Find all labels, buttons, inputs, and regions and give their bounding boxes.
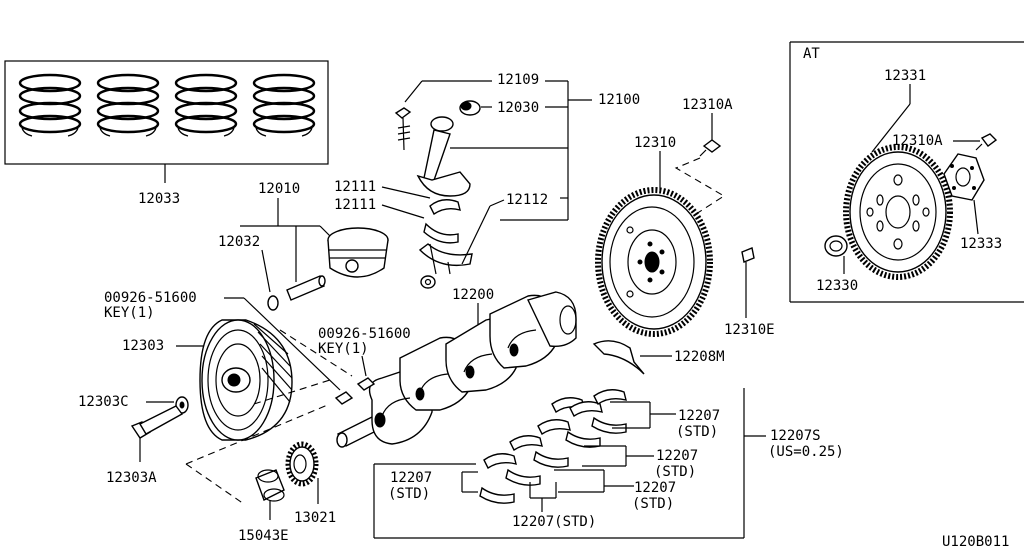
label-15043E: 15043E [238, 528, 289, 544]
label-12310A-at: 12310A [892, 133, 943, 149]
label-12310E: 12310E [724, 322, 775, 338]
label-12303C: 12303C [78, 394, 129, 410]
label-key-upper-qty: KEY(1) [104, 305, 155, 321]
con-rod-nut [420, 275, 436, 289]
main-bearing-shells [479, 389, 627, 504]
label-12303A: 12303A [106, 470, 157, 486]
label-key-upper-part: 00926-51600 [104, 290, 197, 306]
piston-pin [286, 275, 326, 301]
pulley-bolt [130, 405, 184, 439]
at-section-title: AT [803, 46, 820, 62]
label-12207-a-note: (STD) [676, 424, 718, 440]
flywheel [595, 187, 713, 337]
key-upper [334, 391, 354, 405]
label-13021: 13021 [294, 510, 336, 526]
label-12207-c: 12207 [634, 480, 676, 496]
label-12112: 12112 [506, 192, 548, 208]
snap-ring [267, 295, 279, 311]
label-12032: 12032 [218, 234, 260, 250]
label-12333: 12333 [960, 236, 1002, 252]
crank-sprocket [285, 441, 319, 487]
label-12033: 12033 [138, 191, 180, 207]
reinforcement-plate [943, 153, 985, 201]
piston-ring-set [4, 60, 329, 165]
label-key-lower-qty: KEY(1) [318, 341, 369, 357]
label-12207-b-note: (STD) [654, 464, 696, 480]
drive-plate [843, 144, 953, 280]
label-12010: 12010 [258, 181, 300, 197]
con-rod-bearing-lower [423, 222, 459, 244]
label-12208M: 12208M [674, 349, 725, 365]
oil-pump-drive-spacer [255, 469, 285, 502]
label-12111-lower: 12111 [334, 197, 376, 213]
con-rod-bearing-upper [429, 199, 461, 216]
label-12100: 12100 [598, 92, 640, 108]
label-12111-upper: 12111 [334, 179, 376, 195]
label-12310: 12310 [634, 135, 676, 151]
label-12030: 12030 [497, 100, 539, 116]
label-12207-c-note: (STD) [632, 496, 674, 512]
crank-pulley [199, 319, 293, 441]
con-rod-cap [418, 243, 473, 275]
flywheel-pilot [741, 247, 755, 263]
label-12330: 12330 [816, 278, 858, 294]
main-bearings-box [373, 388, 745, 539]
con-rod-bushing [459, 100, 481, 116]
label-12303: 12303 [122, 338, 164, 354]
label-key-lower-part: 00926-51600 [318, 326, 411, 342]
key-lower [356, 377, 376, 391]
thrust-bearing [592, 340, 645, 375]
at-section-frame [789, 41, 1024, 303]
con-rod-bolt [394, 107, 412, 151]
diagram-code: U120B011 [942, 534, 1009, 550]
label-12331: 12331 [884, 68, 926, 84]
label-12207S: 12207S [770, 428, 821, 444]
label-12109: 12109 [497, 72, 539, 88]
label-12207-d: 12207 [390, 470, 432, 486]
piston [327, 227, 389, 278]
label-12207-b: 12207 [656, 448, 698, 464]
label-12207S-note: (US=0.25) [768, 444, 844, 460]
label-12207-d-note: (STD) [388, 486, 430, 502]
drive-plate-bolt [975, 133, 998, 151]
label-12207-a: 12207 [678, 408, 720, 424]
flywheel-bolt [699, 139, 722, 157]
connecting-rod [416, 116, 471, 197]
crankshaft [336, 291, 577, 448]
label-12207-e: 12207(STD) [512, 514, 596, 530]
label-12310A: 12310A [682, 97, 733, 113]
label-12200: 12200 [452, 287, 494, 303]
pilot-converter [824, 235, 848, 257]
